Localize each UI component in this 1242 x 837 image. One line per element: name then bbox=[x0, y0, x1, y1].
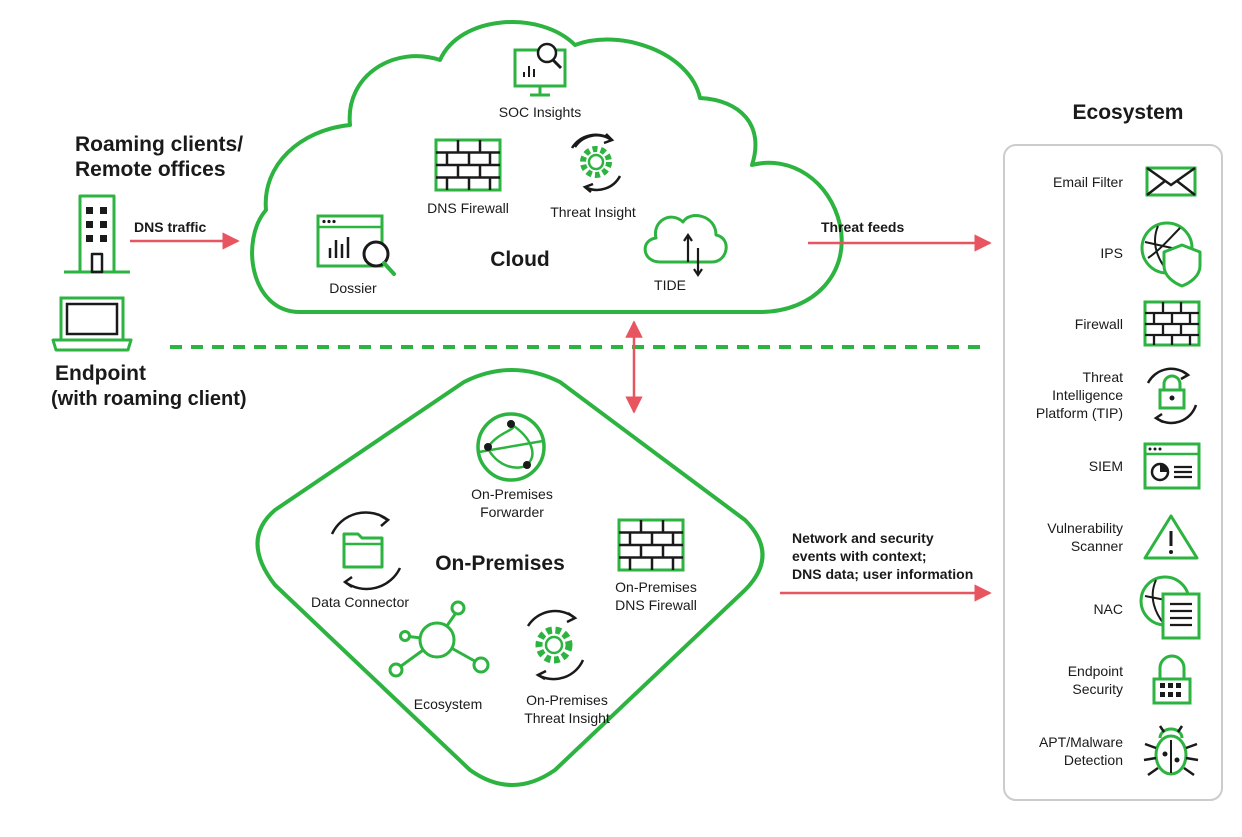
padlock-icon bbox=[1152, 654, 1192, 705]
hub-network-icon bbox=[388, 600, 490, 678]
dns-traffic-label: DNS traffic bbox=[134, 219, 207, 235]
endpoint-subtitle: (with roaming client) bbox=[51, 388, 247, 410]
gear-cycle-icon bbox=[570, 133, 622, 193]
building-icon bbox=[64, 194, 130, 274]
brick-wall-icon bbox=[1143, 300, 1201, 347]
laptop-icon bbox=[51, 296, 133, 352]
window-magnifier-icon bbox=[316, 214, 396, 276]
tide-label: TIDE bbox=[654, 277, 686, 293]
on-premises-shape bbox=[255, 368, 765, 787]
ecosystem-item-label: Vulnerability Scanner bbox=[1047, 520, 1123, 554]
ecosystem-hub-label: Ecosystem bbox=[413, 696, 483, 712]
monitor-magnifier-icon bbox=[513, 42, 567, 97]
ecosystem-item-label: Threat Intelligence Platform (TIP) bbox=[1035, 369, 1123, 421]
warning-icon bbox=[1143, 514, 1199, 560]
on-premises-title: On-Premises bbox=[435, 552, 565, 575]
soc-insights-label: SOC Insights bbox=[498, 104, 582, 120]
dossier-label: Dossier bbox=[329, 280, 377, 296]
gear-cycle-icon bbox=[526, 609, 585, 681]
globe-network-icon bbox=[476, 412, 546, 482]
roaming-clients-label: Roaming clients/ Remote offices bbox=[75, 133, 244, 181]
ecosystem-item-label: NAC bbox=[1093, 601, 1123, 617]
endpoint-title: Endpoint bbox=[55, 362, 146, 385]
cloud-shape bbox=[250, 20, 844, 314]
threat-feeds-label: Threat feeds bbox=[821, 219, 905, 235]
folder-cycle-icon bbox=[330, 511, 402, 591]
ecosystem-title: Ecosystem bbox=[1072, 101, 1184, 124]
envelope-icon bbox=[1145, 166, 1197, 197]
globe-document-icon bbox=[1139, 575, 1201, 640]
cycle-lock-icon bbox=[1146, 367, 1198, 425]
network-events-label: Network and security events with context… bbox=[792, 530, 974, 582]
brick-wall-icon bbox=[434, 138, 502, 192]
ecosystem-item-label: IPS bbox=[1100, 245, 1123, 261]
cloud-title: Cloud bbox=[490, 248, 550, 271]
ecosystem-item-label: APT/Malware Detection bbox=[1038, 734, 1123, 768]
ecosystem-item-label: Email Filter bbox=[1052, 174, 1123, 190]
ecosystem-item-label: Endpoint Security bbox=[1067, 663, 1123, 697]
cloud-sync-icon bbox=[643, 214, 728, 277]
dashboard-window-icon bbox=[1143, 442, 1201, 490]
onprem-threat-insight-label: On-Premises Threat Insight bbox=[524, 692, 610, 726]
globe-shield-icon bbox=[1140, 221, 1202, 288]
onprem-dns-firewall-label: On-Premises DNS Firewall bbox=[615, 579, 697, 613]
cloud-dns-firewall-label: DNS Firewall bbox=[427, 200, 509, 216]
ecosystem-item-label: Firewall bbox=[1074, 316, 1123, 332]
bug-icon bbox=[1143, 725, 1199, 777]
data-connector-label: Data Connector bbox=[310, 594, 410, 610]
forwarder-label: On-Premises Forwarder bbox=[471, 486, 553, 520]
cloud-threat-insight-label: Threat Insight bbox=[550, 204, 636, 220]
brick-wall-icon bbox=[617, 518, 685, 572]
ecosystem-item-label: SIEM bbox=[1088, 458, 1123, 474]
